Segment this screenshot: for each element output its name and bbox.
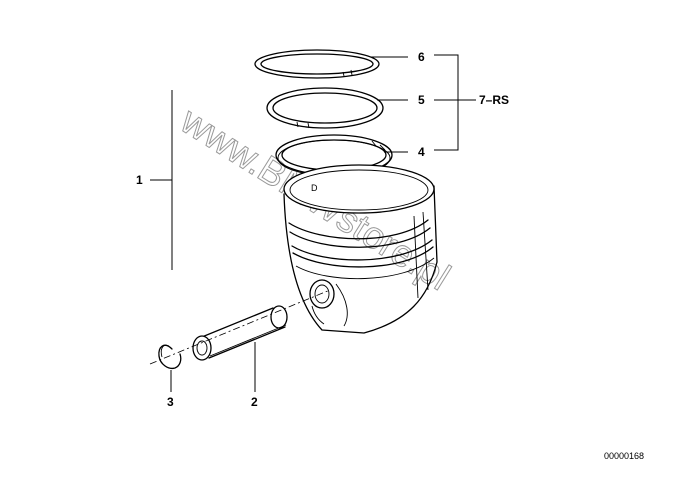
circlip bbox=[158, 344, 182, 370]
leader-lines bbox=[150, 54, 476, 392]
callout-ring-set: 7–RS bbox=[479, 93, 509, 107]
piston-mark-label: D bbox=[311, 183, 318, 193]
callout-assembly: 1 bbox=[136, 173, 143, 187]
callout-piston-pin: 2 bbox=[251, 395, 258, 409]
piston-ring-middle bbox=[266, 87, 384, 129]
piston-ring-upper bbox=[254, 49, 380, 79]
piston bbox=[283, 164, 438, 334]
callout-ring-upper: 6 bbox=[418, 50, 425, 64]
callout-ring-lower: 4 bbox=[418, 145, 425, 159]
callout-circlip: 3 bbox=[167, 395, 174, 409]
drawing-id: 00000168 bbox=[604, 451, 644, 461]
pin-axis-line bbox=[149, 289, 331, 365]
callout-ring-middle: 5 bbox=[418, 93, 425, 107]
piston-pin bbox=[192, 305, 288, 361]
